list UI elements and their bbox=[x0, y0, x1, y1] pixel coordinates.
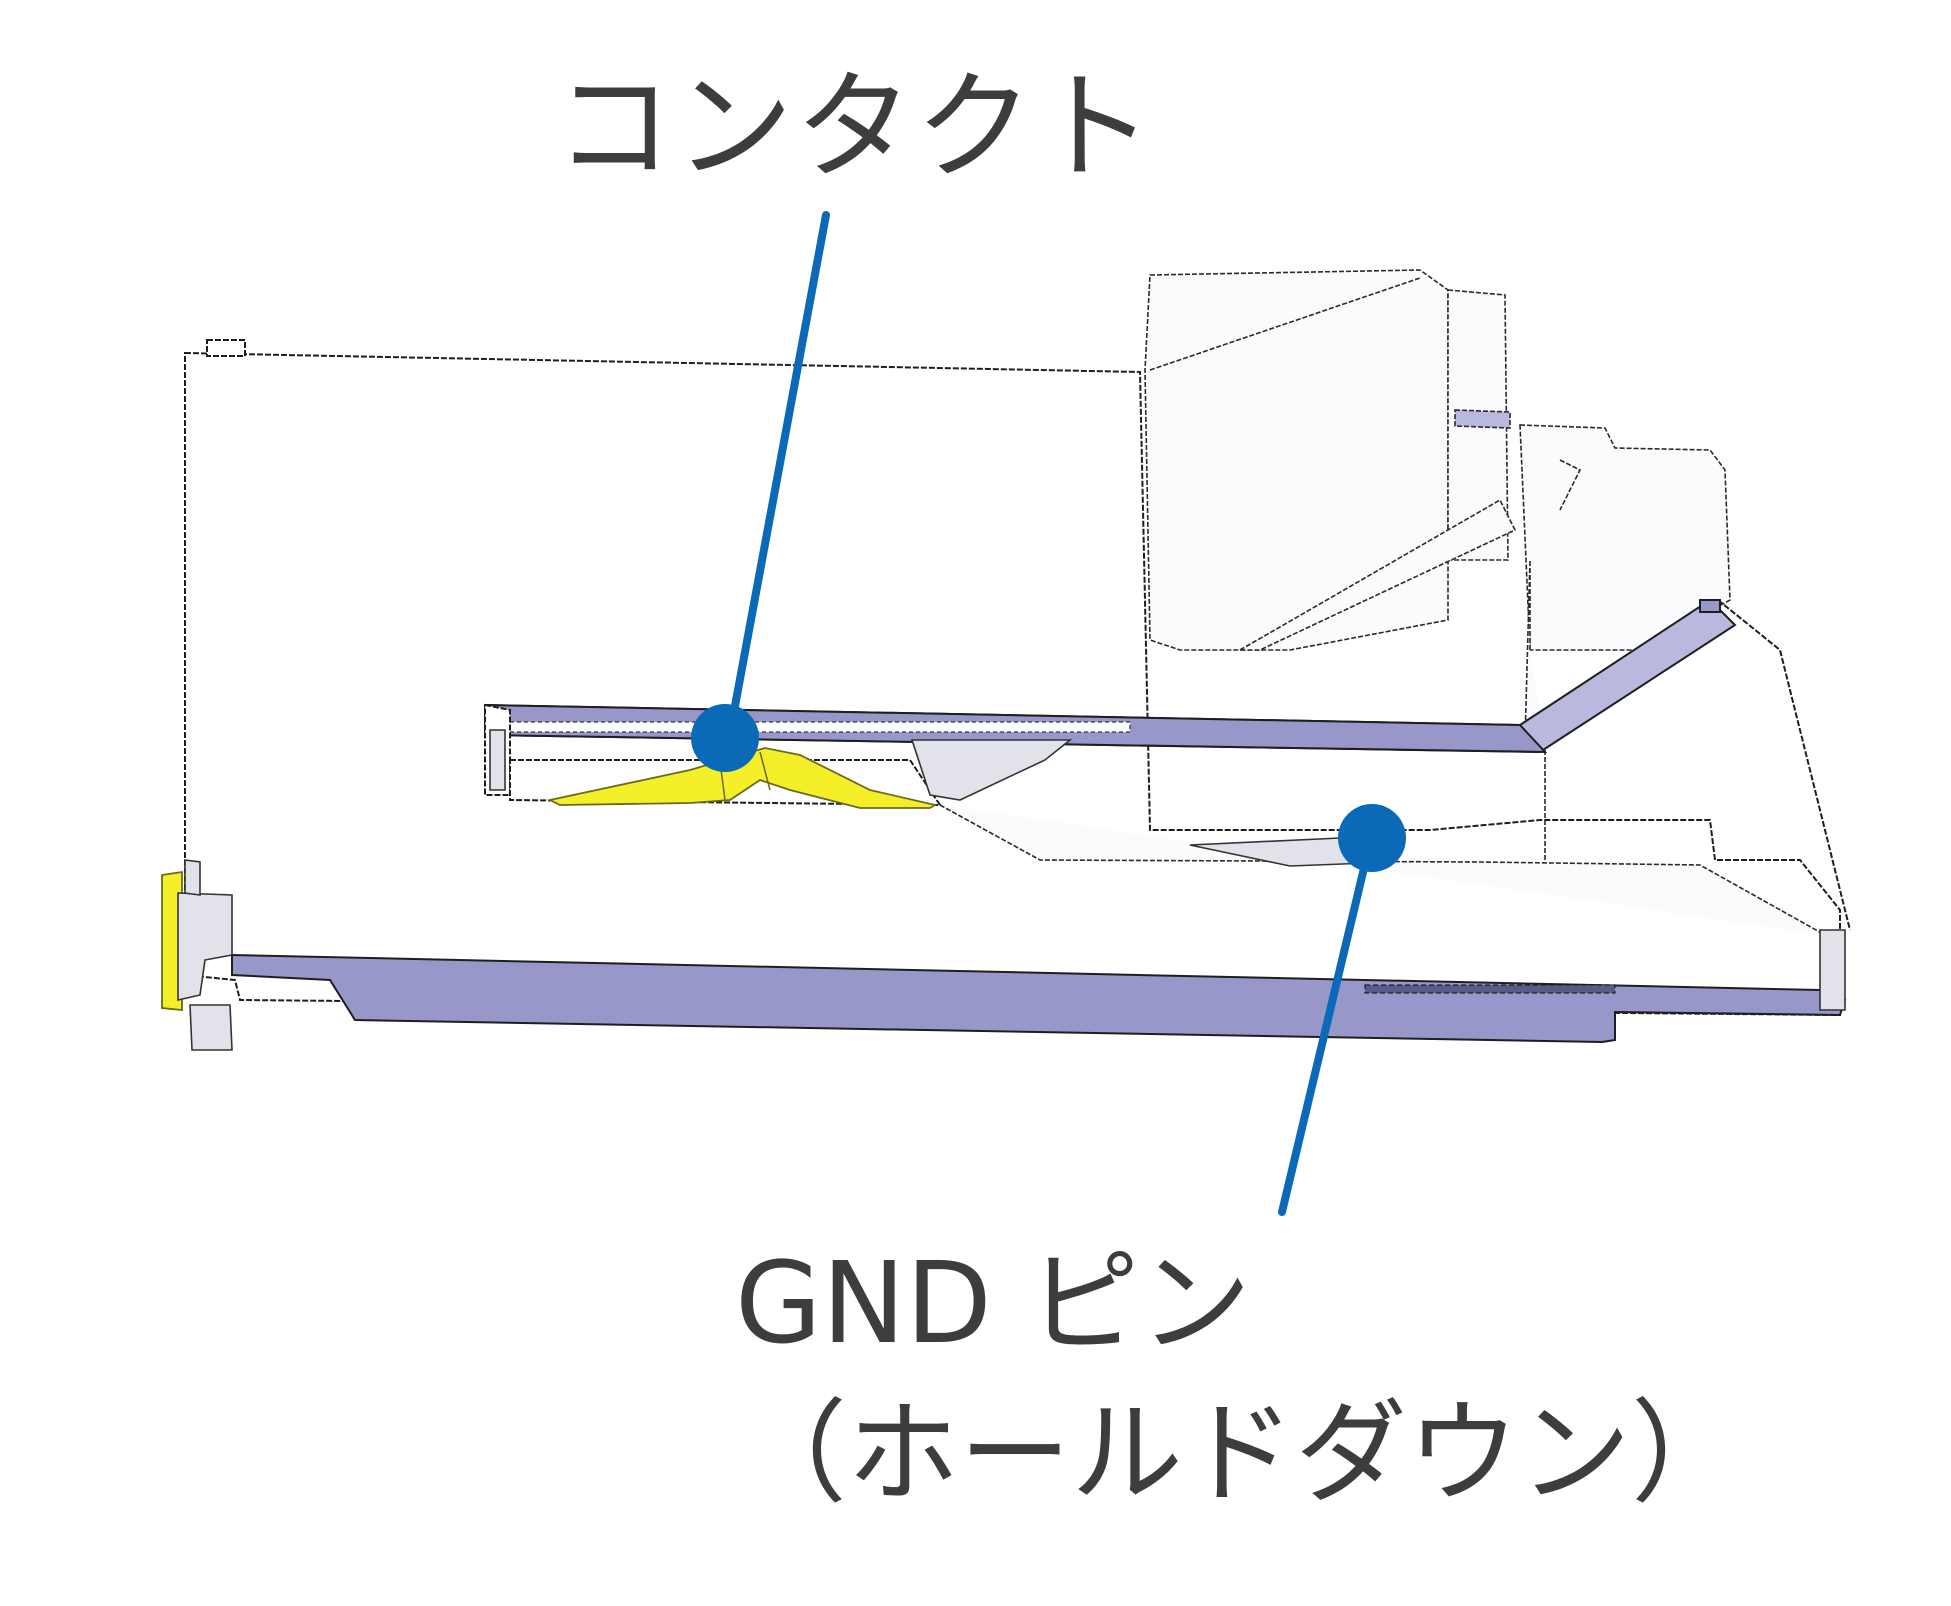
gnd-leader-line bbox=[1278, 839, 1374, 1216]
lower-shell bbox=[231, 599, 1847, 1044]
contact-marker-dot bbox=[691, 704, 759, 772]
contact-callout bbox=[691, 211, 830, 772]
connector-housing bbox=[184, 269, 1851, 1017]
contact-leader-line bbox=[726, 211, 830, 737]
contact-label: コンタクト bbox=[555, 58, 1156, 196]
gnd-marker-dot bbox=[1338, 804, 1406, 872]
left-terminal bbox=[161, 859, 233, 1051]
contact-part bbox=[547, 747, 938, 809]
gnd-pin-label: GND ピン bbox=[735, 1239, 1252, 1369]
hold-down-label: （ホールドダウン） bbox=[735, 1389, 1743, 1519]
gnd-pin-callout bbox=[1278, 804, 1406, 1216]
